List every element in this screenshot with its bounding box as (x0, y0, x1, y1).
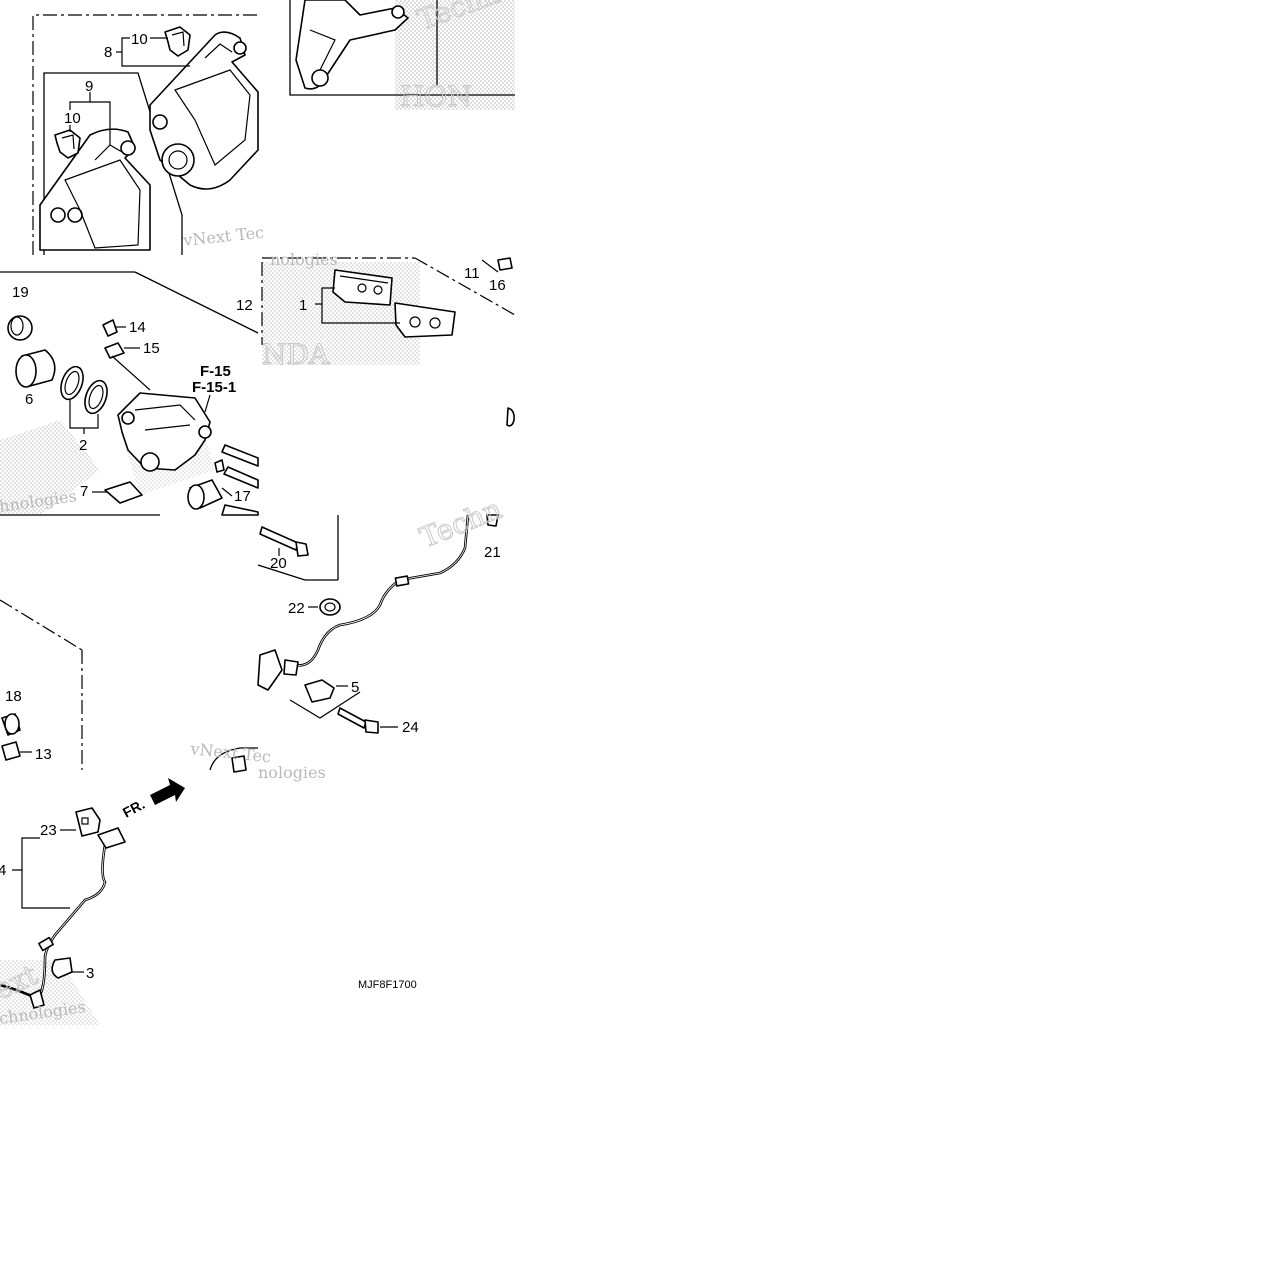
wheel-fragment (209, 747, 258, 773)
svg-text:nologies: nologies (258, 763, 326, 782)
bracket-detail-panel (289, 0, 515, 96)
callout-8: 8 (104, 44, 112, 61)
svg-text:nologies: nologies (270, 250, 338, 269)
sensor-head-21 (486, 514, 499, 527)
abs-sensor-wire (257, 407, 515, 734)
svg-text:vNext Tec: vNext Tec (181, 223, 264, 250)
callout-20: 20 (270, 555, 287, 572)
callout-16: 16 (489, 277, 506, 294)
svg-text:FR.: FR. (120, 796, 147, 821)
svg-text:NDA: NDA (262, 338, 330, 371)
caliper-bracket-8 (149, 31, 259, 190)
callout-15: 15 (143, 340, 160, 357)
reference-f15-1: F-15-1 (192, 379, 236, 396)
pin-boot (187, 479, 223, 510)
caliper-body (117, 392, 212, 472)
callout-labels: 10 8 9 10 11 16 1 12 19 14 15 F-15 F-15-… (0, 31, 506, 982)
retainer-clip-10b (54, 129, 81, 159)
caliper-pins (221, 444, 259, 516)
caliper-panel (0, 271, 259, 516)
harness-clip-3 (51, 957, 73, 979)
pad-pin-16 (497, 257, 513, 271)
brake-pad-panel (261, 257, 516, 345)
callout-6: 6 (25, 391, 33, 408)
piston-seal-2 (60, 365, 108, 415)
slide-pin-17 (214, 459, 225, 473)
callout-17: 17 (234, 488, 251, 505)
caliper-bolt-20 (259, 526, 309, 557)
bleeder-valve-14 (102, 319, 118, 337)
callout-14: 14 (129, 319, 146, 336)
dust-boot-19 (7, 315, 33, 341)
caliper-bracket-9 (39, 128, 151, 251)
callout-13: 13 (35, 746, 52, 763)
callout-24: 24 (402, 719, 419, 736)
callout-21: 21 (484, 544, 501, 561)
fitting-13 (1, 741, 21, 761)
diagram-code: MJF8F1700 (358, 979, 417, 991)
harness-connector (97, 827, 126, 849)
fitting-18 (1, 713, 21, 736)
callout-18: 18 (5, 688, 22, 705)
sensor-bolt-24 (337, 707, 379, 734)
front-direction-arrow: FR. (120, 778, 185, 821)
brake-pad-lower (394, 302, 456, 338)
callout-2: 2 (79, 437, 87, 454)
piston-6 (15, 349, 56, 388)
sensor-clamp-5 (304, 679, 335, 703)
callout-23: 23 (40, 822, 57, 839)
callout-22: 22 (288, 600, 305, 617)
callout-1: 1 (299, 297, 307, 314)
bleeder-cap-15 (104, 342, 125, 359)
wheel-speed-sensor (257, 649, 299, 691)
reference-f15: F-15 (200, 363, 231, 380)
harness-bracket-23 (75, 807, 101, 837)
callout-10b: 10 (64, 110, 81, 127)
callout-3: 3 (86, 965, 94, 982)
callout-5: 5 (351, 679, 359, 696)
callout-9: 9 (85, 78, 93, 95)
callout-4: 4 (0, 862, 6, 879)
pad-spring-7 (104, 481, 143, 504)
callout-10a: 10 (131, 31, 148, 48)
bracket-panel (32, 14, 259, 255)
bolt-panel (257, 515, 339, 581)
abs-harness (0, 807, 126, 1009)
callout-12: 12 (236, 297, 253, 314)
svg-text:HON: HON (400, 80, 472, 113)
fitting-panel (0, 599, 83, 770)
retainer-clip-10a (164, 26, 191, 57)
callout-19: 19 (12, 284, 29, 301)
callout-11: 11 (464, 265, 480, 282)
wire-clamp-22 (319, 598, 341, 616)
callout-7: 7 (80, 483, 88, 500)
